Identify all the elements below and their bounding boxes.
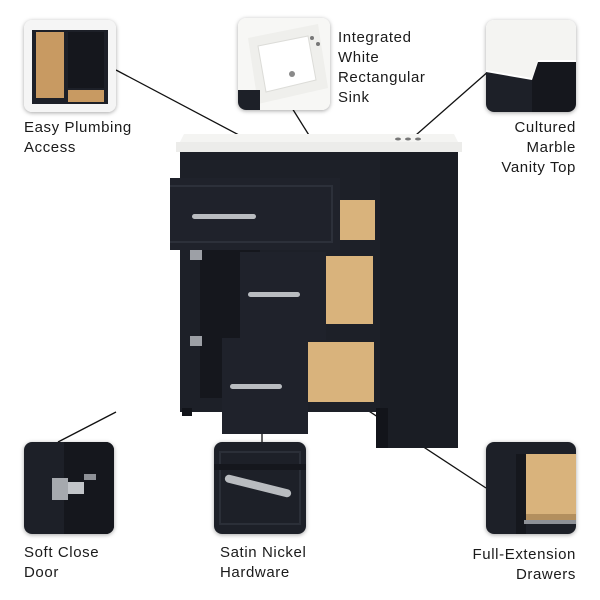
bottom-drawer-handle <box>230 384 282 389</box>
label-line: Drawers <box>515 566 576 583</box>
label-line: Full-Extension <box>472 546 576 563</box>
faucet-hole-icon <box>395 137 401 141</box>
door-hinge-icon <box>190 250 202 260</box>
label-line: Integrated <box>338 29 412 46</box>
thumbnail-satin-nickel-hardware <box>214 442 306 534</box>
top-drawer-panel <box>170 185 333 243</box>
top-drawer-handle <box>192 214 256 219</box>
bottom-drawer-box <box>302 342 374 402</box>
label-line: Vanity Top <box>501 159 576 176</box>
door-hinge-icon <box>190 336 202 346</box>
label-easy-plumbing-access: Easy Plumbing Access <box>24 118 132 158</box>
thumbnail-soft-close-door <box>24 442 114 534</box>
label-line: Sink <box>338 89 370 106</box>
faucet-hole-icon <box>405 137 411 141</box>
thumbnail-vanity-top <box>486 20 576 112</box>
cabinet-side-panel <box>380 152 458 448</box>
label-line: Marble <box>526 139 576 156</box>
label-line: Access <box>24 139 76 156</box>
label-line: Hardware <box>220 564 290 581</box>
thumbnail-full-extension-drawers <box>486 442 576 534</box>
faucet-hole-icon <box>415 137 421 141</box>
cabinet-leg <box>376 408 388 448</box>
label-integrated-sink: Integrated White Rectangular Sink <box>338 28 425 108</box>
label-cultured-marble-vanity-top: Cultured Marble Vanity Top <box>501 118 576 178</box>
top-drawer-box <box>335 200 375 240</box>
label-full-extension-drawers: Full-Extension Drawers <box>473 545 576 585</box>
leader-line-door <box>57 411 117 443</box>
leader-line-top <box>407 69 491 143</box>
label-satin-nickel-hardware: Satin Nickel Hardware <box>220 543 306 583</box>
label-line: Easy Plumbing <box>24 119 132 136</box>
label-soft-close-door: Soft Close Door <box>24 543 99 583</box>
thumbnail-integrated-sink <box>238 18 330 110</box>
countertop-edge <box>176 142 462 152</box>
label-line: Door <box>24 564 59 581</box>
label-line: Soft Close <box>24 544 100 561</box>
middle-drawer-box <box>318 256 373 324</box>
label-line: White <box>338 49 380 66</box>
cabinet-leg <box>182 408 192 416</box>
label-line: Rectangular <box>338 69 426 86</box>
label-line: Satin Nickel <box>220 544 307 561</box>
middle-drawer-handle <box>248 292 300 297</box>
label-line: Cultured <box>514 119 576 136</box>
vanity-illustration <box>170 134 462 448</box>
thumbnail-plumbing-access <box>24 20 116 112</box>
